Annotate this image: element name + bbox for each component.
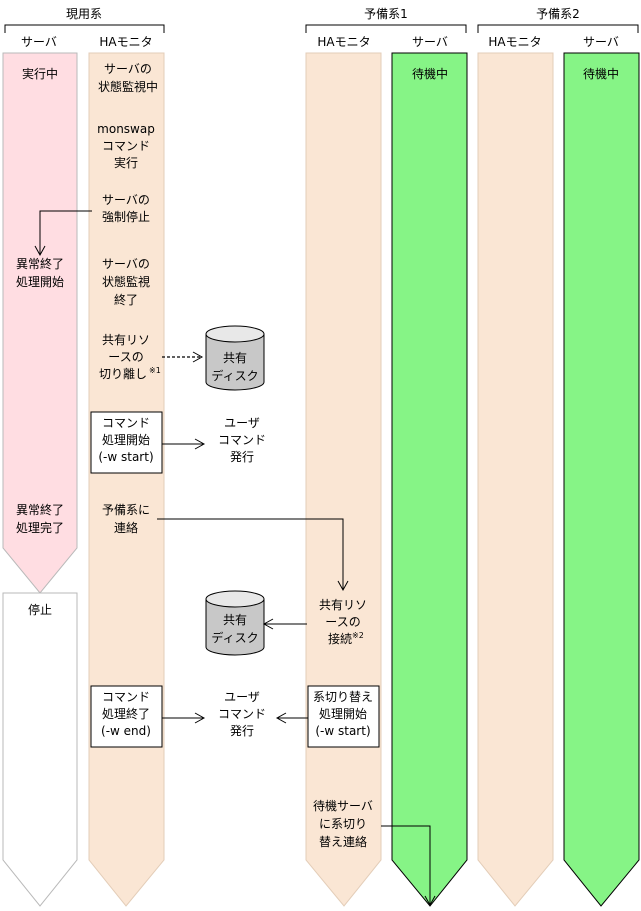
notify-line1: 予備系に (102, 502, 150, 517)
notify-switch-line3: 替え連絡 (319, 834, 367, 849)
monswap-line3: 実行 (114, 155, 138, 170)
notify-switch-line1: 待機サーバ (313, 798, 373, 813)
detach-line1: 共有リソ (102, 333, 150, 347)
monitor-end-line3: 終了 (114, 292, 138, 307)
standby1-ha-lane (305, 52, 382, 907)
cmd-start-line3: (-w start) (98, 450, 153, 464)
active-server-running: 実行中 (22, 66, 58, 81)
arrow-detach-dashed (162, 351, 204, 363)
col-standby2-server: サーバ (583, 35, 619, 49)
cmd-end-line2: 処理終了 (102, 706, 150, 721)
arrow-cmd-end (162, 712, 206, 724)
standby2-waiting: 待機中 (583, 66, 619, 81)
active-ha-lane (88, 52, 165, 907)
shared-disk-detach: 共有 ディスク (205, 325, 265, 391)
abort-start-line1: 異常終了 (16, 256, 64, 271)
cmd-start-line1: コマンド (102, 416, 150, 430)
cmd-end-line3: (-w end) (101, 724, 151, 738)
arrow-switch-start (275, 712, 308, 724)
user-cmd1-line2: コマンド (218, 433, 266, 447)
command-start-box: コマンド 処理開始 (-w start) (90, 411, 163, 474)
active-system-label: 現用系 (66, 7, 102, 21)
abort-done-line1: 異常終了 (16, 502, 64, 517)
monitor-end-line2: 状態監視 (102, 274, 150, 289)
arrow-notify-switch (381, 825, 436, 907)
standby1-system-label: 予備系1 (364, 6, 408, 21)
col-active-ha: HAモニタ (99, 35, 152, 49)
active-server-lane-running (2, 52, 78, 594)
abort-done-line2: 処理完了 (16, 520, 64, 535)
monitoring-line1: サーバの (104, 62, 152, 76)
active-server-lane-stopped (2, 592, 78, 907)
switch-start-line1: 系切り替え (313, 690, 373, 704)
notify-line2: 連絡 (114, 520, 138, 535)
active-server-stopped: 停止 (28, 602, 52, 617)
cmd-start-line2: 処理開始 (102, 433, 150, 447)
connect-line2: ースの (325, 615, 360, 629)
user-cmd2-line3: 発行 (230, 724, 254, 738)
col-standby2-ha: HAモニタ (488, 35, 541, 49)
standby2-server-lane (563, 52, 640, 907)
standby1-server-lane (391, 52, 468, 907)
shared-disk-connect: 共有 ディスク (205, 590, 265, 656)
detach-note: ※1 (149, 366, 161, 375)
standby2-ha-lane (477, 52, 554, 907)
monitor-end-line1: サーバの (102, 257, 150, 271)
col-standby1-server: サーバ (412, 35, 448, 49)
disk2-line1: 共有 (223, 613, 247, 627)
standby2-system-header: 予備系2 (477, 6, 639, 33)
switch-start-box: 系切り替え 処理開始 (-w start) (307, 685, 380, 748)
cmd-end-line1: コマンド (102, 690, 150, 704)
abort-start-line2: 処理開始 (16, 275, 64, 289)
arrow-cmd-start (162, 438, 206, 450)
disk1-line1: 共有 (223, 351, 247, 365)
switch-start-line2: 処理開始 (319, 707, 367, 721)
arrow-force-stop (34, 210, 92, 257)
monswap-line2: コマンド (102, 139, 150, 153)
user-cmd2-line2: コマンド (218, 707, 266, 721)
command-end-box: コマンド 処理終了 (-w end) (90, 685, 163, 748)
connect-note: ※2 (352, 631, 364, 640)
standby1-waiting: 待機中 (412, 66, 448, 81)
monswap-line1: monswap (97, 122, 155, 136)
user-cmd2-line1: ユーザ (224, 690, 260, 704)
connect-line3: 接続 (328, 631, 352, 646)
user-cmd1-line3: 発行 (230, 450, 254, 464)
disk2-line2: ディスク (211, 630, 258, 645)
detach-line3: 切り離し (99, 367, 147, 381)
user-cmd1-line1: ユーザ (224, 416, 260, 430)
standby2-system-label: 予備系2 (536, 6, 580, 21)
connect-line1: 共有リソ (319, 598, 367, 612)
col-active-server: サーバ (21, 35, 57, 49)
arrow-connect-disk (262, 618, 307, 630)
force-stop-line2: 強制停止 (102, 209, 150, 224)
standby1-system-header: 予備系1 (305, 6, 467, 33)
detach-line2: ースの (108, 350, 143, 364)
active-system-header: 現用系 (4, 7, 165, 33)
arrow-notify-standby (157, 518, 349, 592)
force-stop-line1: サーバの (102, 193, 150, 207)
notify-switch-line2: に系切り (319, 817, 367, 831)
col-standby1-ha: HAモニタ (317, 35, 370, 49)
switch-start-line3: (-w start) (315, 724, 370, 738)
monitoring-line2: 状態監視中 (98, 79, 158, 94)
disk1-line2: ディスク (211, 368, 258, 383)
